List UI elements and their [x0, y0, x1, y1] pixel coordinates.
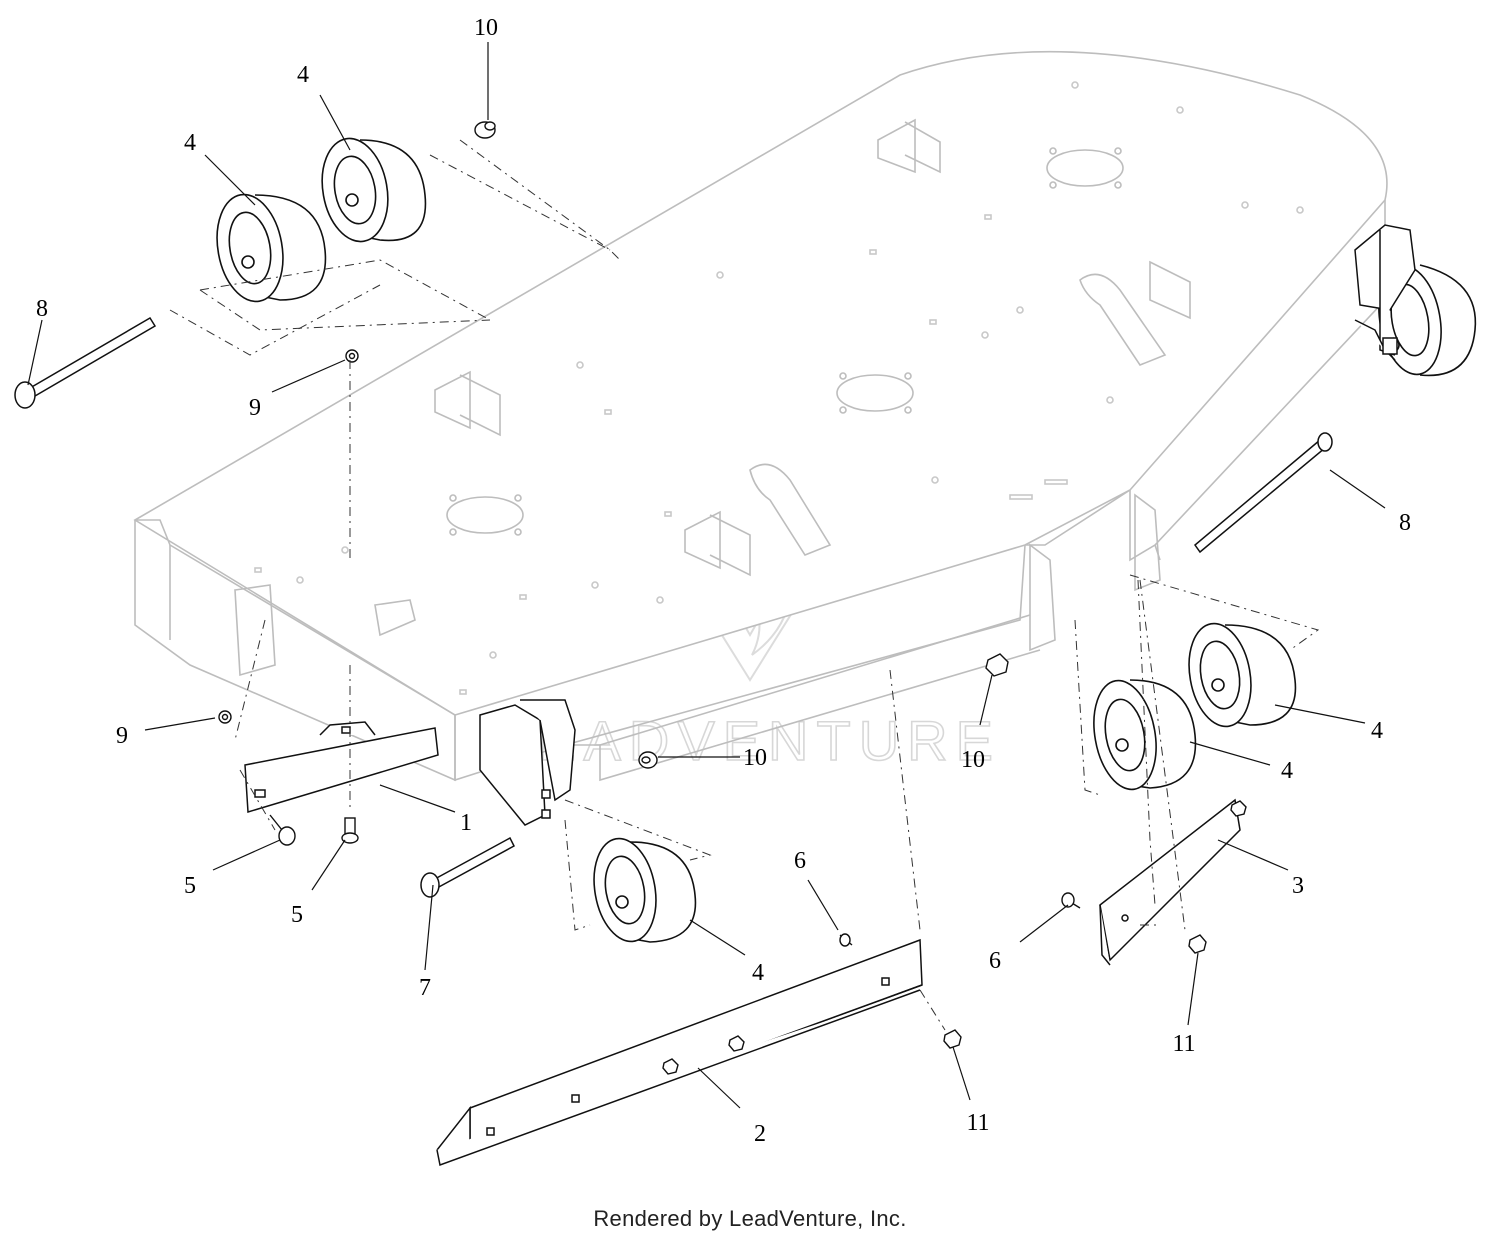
bolt-6-right — [1061, 892, 1081, 909]
callout-4-b: 4 — [184, 130, 196, 156]
callout-9-upper: 9 — [249, 395, 261, 421]
axle-stub-right — [1382, 337, 1398, 355]
roller-wheel-right-front — [1093, 679, 1197, 791]
callout-2: 2 — [754, 1121, 766, 1147]
axle-pin-right-8 — [1193, 432, 1333, 554]
callout-7: 7 — [419, 975, 431, 1001]
nut-10-right — [985, 653, 1009, 677]
callout-9-lower: 9 — [116, 723, 128, 749]
hardware — [218, 121, 1247, 1075]
bolt-6-mid — [839, 933, 853, 947]
baffles — [244, 721, 1241, 1167]
roller-wheel-right-back — [1188, 622, 1297, 728]
roller-wheels — [216, 137, 1477, 943]
callout-4-a: 4 — [297, 62, 309, 88]
bolt-5-a — [269, 814, 296, 846]
callout-1: 1 — [460, 810, 472, 836]
mower-deck — [133, 50, 1388, 782]
axle-pin-left-8 — [14, 316, 157, 409]
callout-4-d: 4 — [1281, 758, 1293, 784]
callout-6-mid: 6 — [794, 848, 806, 874]
callout-10-right: 10 — [961, 747, 985, 773]
callout-6-right: 6 — [989, 948, 1001, 974]
callout-11-right: 11 — [1172, 1031, 1195, 1057]
baffle-2 — [436, 938, 923, 1167]
callout-5-a: 5 — [184, 873, 196, 899]
baffle-3 — [1099, 798, 1241, 966]
axle-pin-front-7 — [420, 836, 515, 898]
roller-wheel-upper-left-back — [321, 137, 427, 243]
callout-4-c: 4 — [1371, 718, 1383, 744]
callout-4-e: 4 — [752, 960, 764, 986]
bushing-10-top — [474, 121, 496, 139]
nut-11-mid — [943, 1029, 962, 1049]
callout-8-right: 8 — [1399, 510, 1411, 536]
baffle-1 — [244, 721, 439, 813]
baffle-nuts — [662, 800, 1247, 1075]
roller-wheel-upper-left-front — [216, 193, 327, 303]
callout-5-b: 5 — [291, 902, 303, 928]
callout-11-mid: 11 — [966, 1110, 989, 1136]
callout-3: 3 — [1292, 873, 1304, 899]
callout-8-left: 8 — [36, 296, 48, 322]
roller-wheel-front-center — [593, 837, 697, 943]
callout-10-top: 10 — [474, 15, 498, 41]
axle-pins — [14, 316, 1398, 898]
bolt-5-b — [341, 817, 359, 844]
footer-credit: Rendered by LeadVenture, Inc. — [593, 1206, 907, 1231]
roller-brackets — [479, 224, 1416, 826]
clip-9-lower — [218, 710, 232, 724]
nut-11-right — [1188, 934, 1207, 954]
bushing-10-mid — [638, 751, 658, 769]
callout-labels: 10 4 4 8 9 8 9 1 10 10 4 4 5 5 7 6 4 3 6… — [36, 15, 1411, 1147]
assembly-lines — [169, 139, 1320, 1031]
leader-lines — [27, 42, 1386, 1109]
clip-9-upper — [345, 349, 359, 363]
callout-10-mid: 10 — [743, 745, 767, 771]
